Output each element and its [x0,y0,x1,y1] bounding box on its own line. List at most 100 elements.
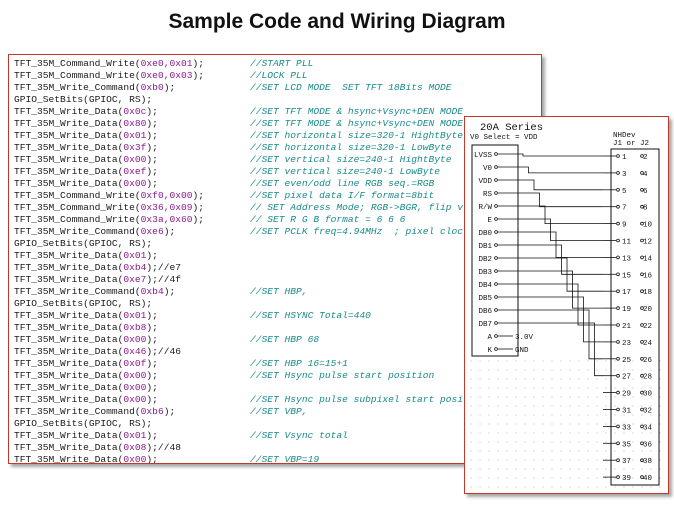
grid-dot [659,450,661,452]
grid-dot [650,414,652,416]
grid-dot [659,378,661,380]
lcd-pin-label: DB6 [478,308,492,316]
grid-dot [542,396,544,398]
signal-wire [498,205,603,224]
signal-wire [498,296,603,343]
code-call: GPIO_SetBits(GPIOC, RS); [14,298,153,309]
code-argument: 0xef [123,166,147,177]
grid-dot [560,441,562,443]
grid-dot [470,477,472,479]
grid-dot [542,486,544,488]
grid-dot [587,369,589,371]
lcd-pin-label: E [487,217,492,225]
grid-dot [506,477,508,479]
code-call: TFT_35M_Write_Data( [14,142,124,153]
grid-dot [641,432,643,434]
code-comment: //SET horizontal size=320-1 LowByte [250,142,452,153]
grid-dot [569,396,571,398]
grid-dot [542,468,544,470]
code-call: ); [146,310,158,321]
grid-dot [560,423,562,425]
grid-dot [650,468,652,470]
header-pin-terminal [640,458,644,463]
header-pin-terminal [640,272,644,277]
grid-dot [524,360,526,362]
code-line: TFT_35M_Write_Data(0x0f);//SET HBP 16=15… [14,358,536,370]
grid-dot [614,468,616,470]
grid-dot [533,369,535,371]
grid-dot [614,432,616,434]
code-argument: 0xf0,0x00 [140,190,193,201]
grid-dot [515,459,517,461]
grid-dot [542,414,544,416]
header-pin-terminal [640,390,644,395]
grid-dot [623,423,625,425]
grid-dot [659,459,661,461]
grid-dot [569,450,571,452]
grid-dot [578,486,580,488]
grid-dot [623,396,625,398]
header-pin-terminal [616,306,620,310]
code-argument: 0x00 [123,370,147,381]
code-call: ); [146,178,158,189]
code-comment: //SET Hsync pulse subpixel start posi [250,394,464,405]
grid-dot [488,378,490,380]
header-pin-even: 38 [643,458,652,466]
grid-dot [659,441,661,443]
code-call: TFT_35M_Write_Data( [14,130,124,141]
lcd-pin-terminal [494,282,498,286]
code-argument: 0xb8 [123,322,147,333]
grid-dot [479,387,481,389]
grid-dot [641,450,643,452]
grid-dot [650,360,652,362]
grid-dot [533,405,535,407]
header-pin-odd: 1 [622,154,627,162]
grid-dot [587,360,589,362]
lcd-pin-label: K [487,347,492,355]
grid-dot [551,414,553,416]
grid-dot [605,414,607,416]
grid-dot [569,477,571,479]
grid-dot [596,369,598,371]
grid-dot [578,468,580,470]
code-line: TFT_35M_Write_Data(0xe7);//4f [14,274,536,286]
grid-dot [551,432,553,434]
header-pin-terminal [616,154,620,158]
grid-dot [560,468,562,470]
grid-dot [614,423,616,425]
grid-dot [470,387,472,389]
code-call: ); [146,130,158,141]
grid-dot [560,405,562,407]
header-pin-even: 24 [643,340,653,348]
lcd-pin-terminal [494,230,498,234]
code-argument: 0xb4 [140,286,164,297]
grid-dot [533,396,535,398]
grid-dot [641,378,643,380]
code-line: TFT_35M_Write_Data(0x46);//46 [14,346,536,358]
code-call: TFT_35M_Command_Write( [14,58,141,69]
grid-dot [578,450,580,452]
code-line: TFT_35M_Write_Data(0xb8); [14,322,536,334]
grid-dot [470,459,472,461]
header-pin-even: 32 [643,408,652,416]
grid-dot [650,369,652,371]
lcd-pin-label: LVSS [474,152,493,160]
header-pin-terminal [616,272,620,277]
code-line: TFT_35M_Command_Write(0xe0,0x01);//START… [14,58,536,70]
code-line: TFT_35M_Write_Data(0x00);//SET Hsync pul… [14,394,536,406]
code-call: TFT_35M_Write_Data( [14,346,124,357]
header-pin-terminal [640,255,644,260]
code-line: TFT_35M_Command_Write(0x36,0x09);// SET … [14,202,536,214]
grid-dot [623,450,625,452]
grid-dot [560,432,562,434]
grid-dot [614,396,616,398]
lcd-pin-terminal [494,321,498,325]
grid-dot [524,414,526,416]
grid-dot [632,396,634,398]
grid-dot [506,396,508,398]
grid-dot [479,486,481,488]
grid-dot [650,459,652,461]
code-comment: //START PLL [250,58,314,69]
code-call: ); [146,322,158,333]
header-pin-odd: 3 [622,171,627,179]
